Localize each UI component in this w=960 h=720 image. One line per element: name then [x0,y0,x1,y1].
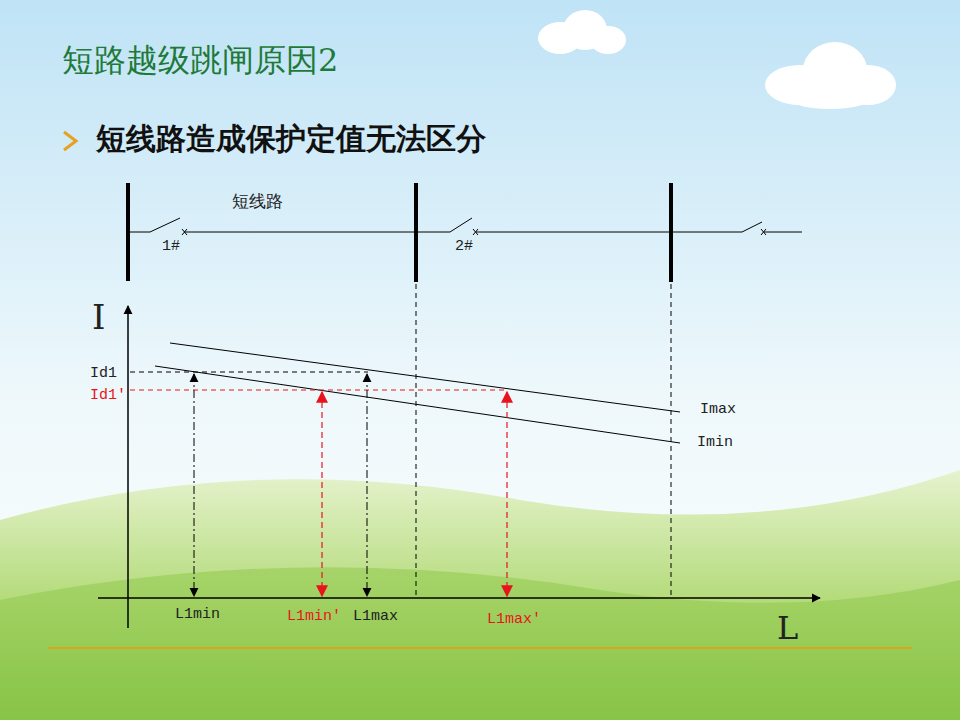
breaker-number: 2# [455,239,473,254]
length-label: L1min [175,607,220,622]
length-axis [98,597,820,599]
axis-label: I [92,300,105,334]
grass-hill [0,567,960,720]
setting-label-red: Id1' [90,388,126,403]
bullet-arrow [64,132,76,150]
footer-rule [48,647,912,649]
slide-title: 短路越级跳闸原因2 [62,44,338,76]
setting-line [130,372,368,373]
length-label: L1max [353,609,398,624]
curve-label: Imin [697,435,733,450]
length-label-red: L1min' [287,609,341,624]
length-label-red: L1max' [487,612,541,627]
grass-hill [0,470,960,720]
range-arrow [194,374,367,596]
imin-curve [155,366,680,443]
breaker-number: 1# [162,239,180,254]
breaker-mark [182,229,766,235]
curve-label: Imax [700,402,736,417]
bus-projection [416,284,671,598]
single-line-diagram [128,183,802,282]
range-arrow-red [322,392,507,596]
axes [98,306,820,628]
setting-label: Id1 [90,366,117,381]
setting-line-red [130,390,507,391]
current-axis [127,306,129,628]
axis-label: L [777,612,798,644]
feeder-line [128,218,802,232]
current-curve [155,343,680,443]
cloud [538,10,896,109]
line-label: 短线路 [232,193,283,210]
bullet-text: 短线路造成保护定值无法区分 [96,124,486,154]
imax-curve [170,343,680,412]
